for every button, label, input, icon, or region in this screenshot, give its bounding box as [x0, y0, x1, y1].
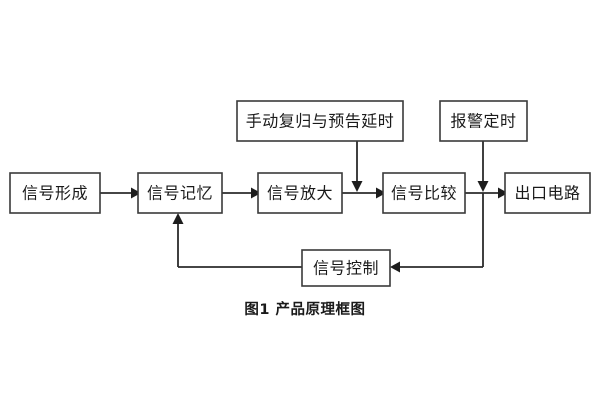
edge-signal-control-to-signal-memory [172, 213, 302, 268]
edge-signal-formation-to-signal-memory [100, 187, 141, 199]
edge-manual-reset-delay-to-signal-compare [351, 141, 363, 192]
edge-output-branch-to-signal-control [390, 193, 484, 273]
node-signal-memory[interactable]: 信号记忆 [137, 172, 223, 214]
node-label-signal-memory: 信号记忆 [147, 184, 213, 203]
node-signal-control[interactable]: 信号控制 [301, 249, 391, 287]
node-label-manual-reset-delay: 手动复归与预告延时 [246, 112, 395, 131]
node-signal-amplify[interactable]: 信号放大 [257, 172, 343, 214]
edge-signal-memory-to-signal-amplify [222, 187, 261, 199]
node-alarm-timer[interactable]: 报警定时 [439, 100, 528, 142]
figure-caption: 图1 产品原理框图 [244, 300, 365, 318]
edge-signal-compare-to-output-circuit [465, 187, 508, 199]
node-label-alarm-timer: 报警定时 [450, 112, 516, 131]
node-signal-compare[interactable]: 信号比较 [382, 172, 466, 214]
edge-signal-amplify-to-signal-compare [342, 187, 386, 199]
node-signal-formation[interactable]: 信号形成 [9, 172, 101, 214]
node-label-signal-formation: 信号形成 [22, 184, 88, 203]
node-output-circuit[interactable]: 出口电路 [504, 172, 591, 214]
edge-alarm-timer-to-output-circuit [477, 141, 489, 192]
node-label-signal-compare: 信号比较 [391, 184, 457, 203]
node-label-output-circuit: 出口电路 [514, 184, 580, 203]
node-manual-reset-delay[interactable]: 手动复归与预告延时 [236, 100, 404, 142]
node-label-signal-amplify: 信号放大 [267, 184, 333, 203]
node-label-signal-control: 信号控制 [313, 259, 379, 278]
